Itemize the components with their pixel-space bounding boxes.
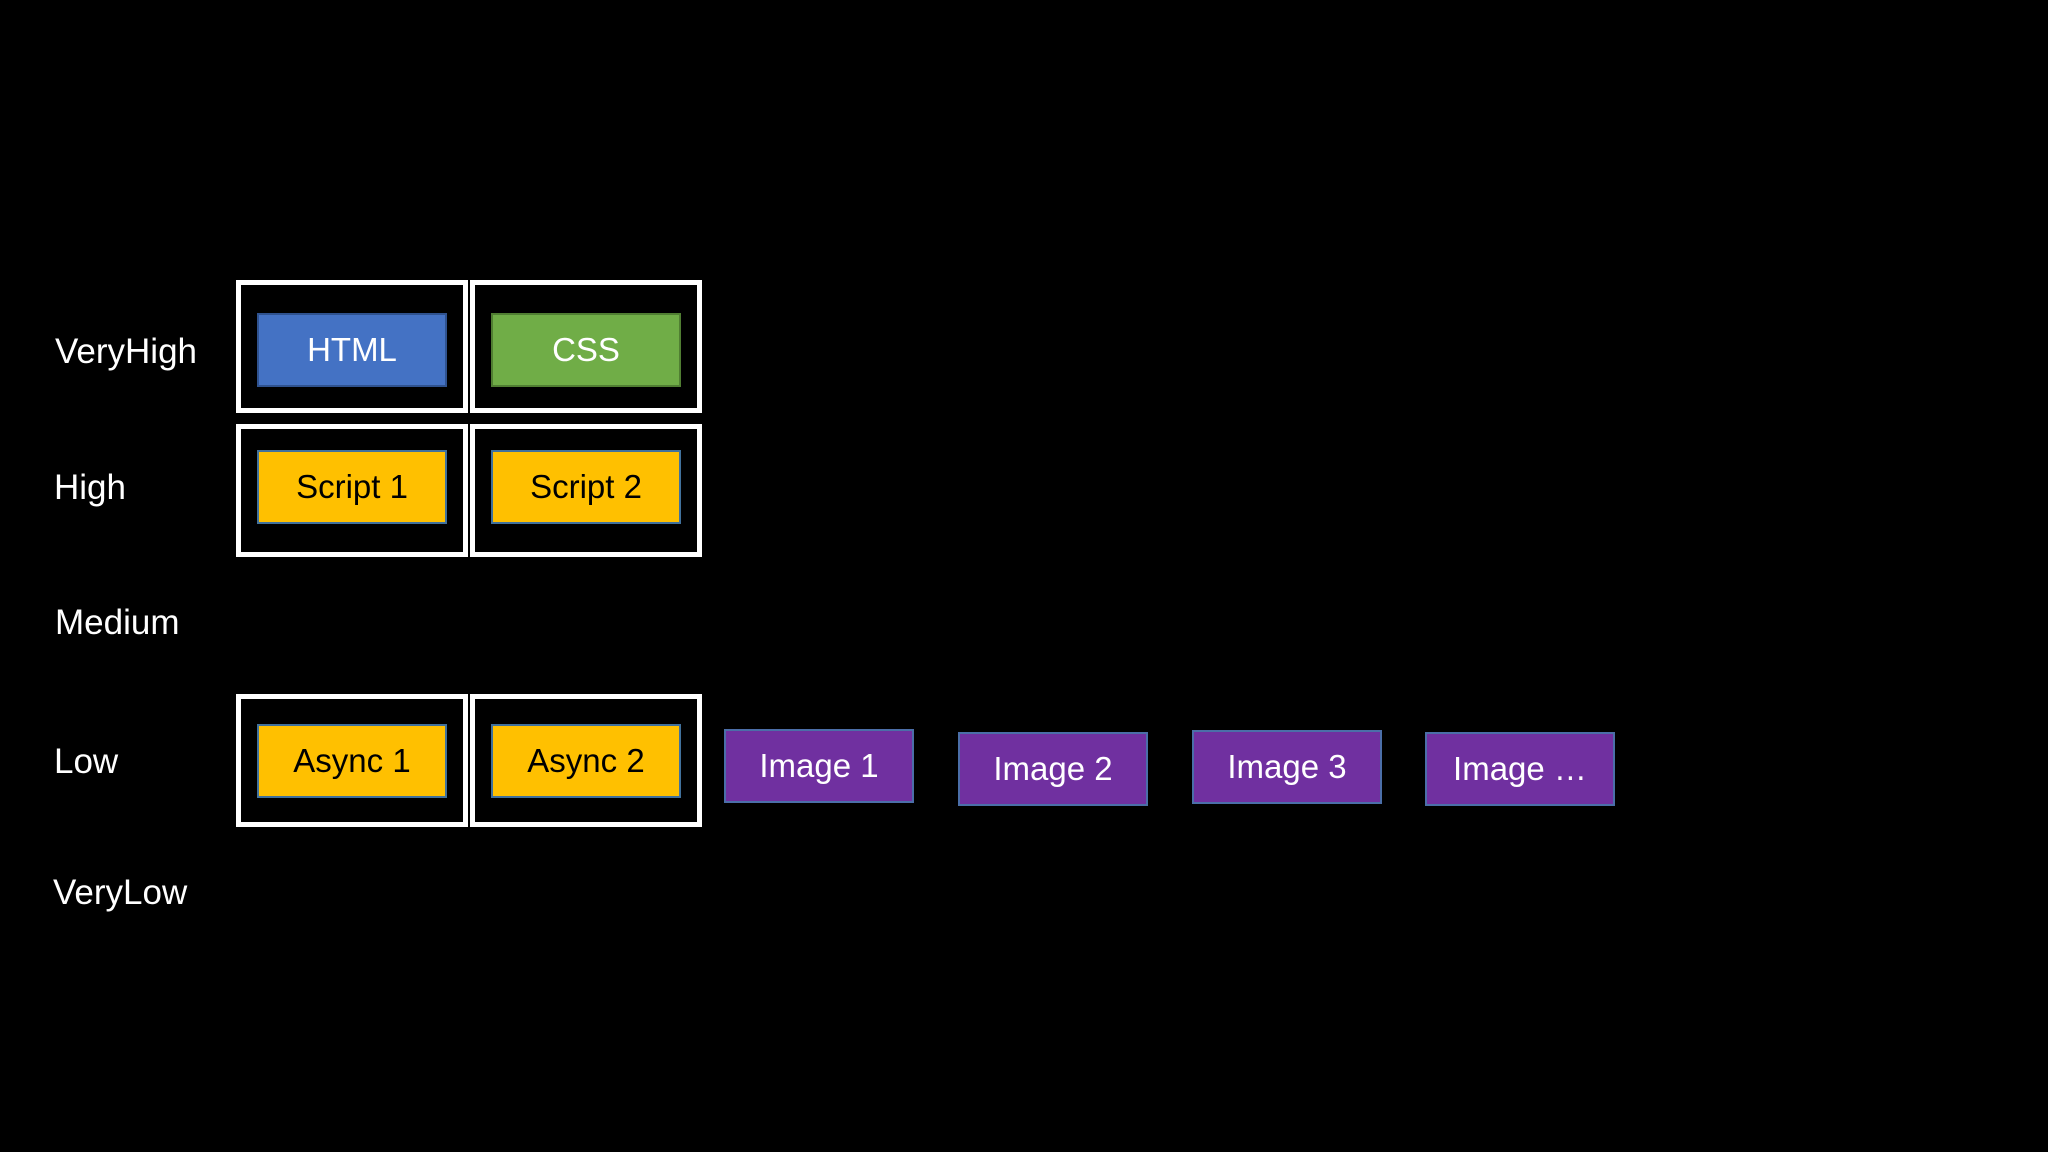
resource-css: CSS <box>491 313 681 387</box>
resource-async-2-label: Async 2 <box>527 742 645 779</box>
frame-html <box>236 280 468 413</box>
resource-image-2: Image 2 <box>958 732 1148 806</box>
row-label-low: Low <box>54 742 119 781</box>
resource-async-2: Async 2 <box>491 724 681 798</box>
row-label-high: High <box>54 468 126 507</box>
row-label-medium: Medium <box>55 603 180 642</box>
resource-image-3-label: Image 3 <box>1227 748 1347 785</box>
resource-script-2: Script 2 <box>491 450 681 524</box>
row-label-veryhigh: VeryHigh <box>55 332 198 371</box>
resource-image-3: Image 3 <box>1192 730 1382 804</box>
frame-script-1 <box>236 424 468 557</box>
resource-image-more-label: Image … <box>1453 750 1587 787</box>
resource-script-1: Script 1 <box>257 450 447 524</box>
resource-image-1: Image 1 <box>724 729 914 803</box>
resource-script-1-label: Script 1 <box>296 468 408 505</box>
resource-async-1-label: Async 1 <box>293 742 411 779</box>
frame-async-1 <box>236 694 468 827</box>
row-label-verylow: VeryLow <box>53 873 188 912</box>
frame-css <box>470 280 702 413</box>
resource-image-more: Image … <box>1425 732 1615 806</box>
resource-image-1-label: Image 1 <box>759 747 879 784</box>
resource-css-label: CSS <box>552 331 620 368</box>
resource-html: HTML <box>257 313 447 387</box>
frame-async-2 <box>470 694 702 827</box>
resource-image-2-label: Image 2 <box>993 750 1113 787</box>
resource-script-2-label: Script 2 <box>530 468 642 505</box>
frame-script-2 <box>470 424 702 557</box>
resource-async-1: Async 1 <box>257 724 447 798</box>
resource-html-label: HTML <box>307 331 397 368</box>
